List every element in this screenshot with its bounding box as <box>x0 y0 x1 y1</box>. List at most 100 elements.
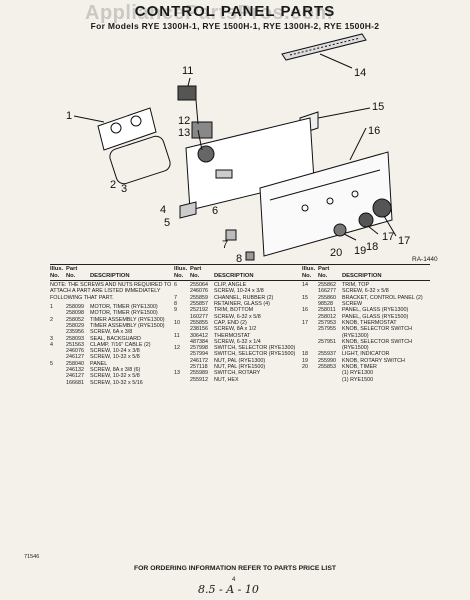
part-description: (1) RYE1300 <box>342 370 374 377</box>
part-number: 258029 <box>66 322 84 329</box>
part-description: SCREW, 10-32 x 5/8 <box>90 354 140 361</box>
part-description: CHANNEL, RUBBER (2) <box>214 294 274 301</box>
column-header: Illus.Part No.No.DESCRIPTION <box>50 266 130 279</box>
part-description: CLIP, ANGLE <box>214 282 247 289</box>
part-number: 257955 <box>318 326 336 333</box>
part-number: 235956 <box>66 329 84 336</box>
parts-table-row: 246127 SCREW, 10-32 x 5/8 <box>50 373 172 379</box>
page-number: 4 <box>232 577 236 583</box>
backguard-seal-part <box>109 135 171 185</box>
callout-19: 19 <box>354 245 366 257</box>
part-number: 98528 <box>318 301 333 308</box>
callout-13: 13 <box>178 127 190 139</box>
part-description: TRIM, BOTTOM <box>214 307 254 314</box>
timer-knob-part <box>333 223 347 237</box>
part-description: SCREW, 6-32 x 5/8 <box>342 288 389 295</box>
part-description: SCREW, 8A x 1/2 <box>214 326 257 333</box>
parts-table-row: 5 258040 PANEL <box>50 361 172 367</box>
part-number: 246172 <box>190 357 208 364</box>
part-number <box>318 377 342 383</box>
parts-table-row: 20 255853 KNOB, TIMER <box>302 364 430 370</box>
callout-2: 2 <box>110 179 116 191</box>
part-number: 255912 <box>190 376 208 383</box>
part-number: 487384 <box>190 338 208 345</box>
part-description: TIMER ASSEMBLY (RYE1300) <box>90 316 165 323</box>
illus-number: 4 <box>50 341 53 348</box>
illus-number: 13 <box>174 370 180 377</box>
part-number: 258093 <box>66 335 84 342</box>
part-description: MOTOR, TIMER (RYE1300) <box>90 304 158 311</box>
illus-number: 5 <box>50 360 53 367</box>
parts-table-row: (1) RYE1300 <box>302 370 430 376</box>
part-number: 306412 <box>190 332 208 339</box>
part-number: 251563 <box>66 341 84 348</box>
retainer-part <box>245 251 255 261</box>
illus-number: 20 <box>302 364 308 371</box>
illus-number: 14 <box>302 282 308 289</box>
illus-number: 17 <box>302 319 308 326</box>
part-description: SCREW, 6A x 3/8 <box>90 329 133 336</box>
illus-number: 19 <box>302 357 308 364</box>
part-description: SCREW, 10-32 x 5/16 <box>90 379 143 386</box>
part-number: 255990 <box>318 357 336 364</box>
part-number: 166277 <box>318 288 336 295</box>
parts-table-row: 18 255937 LIGHT, INDICATOR <box>302 351 430 357</box>
part-description: SEAL, BACKGUARD <box>90 335 141 342</box>
part-description: PANEL <box>90 360 108 367</box>
ordering-info: FOR ORDERING INFORMATION REFER TO PARTS … <box>133 565 337 572</box>
illus-number <box>174 377 190 383</box>
part-description: SCREW, 6-32 x 1/4 <box>214 338 261 345</box>
callout-6: 6 <box>212 205 218 217</box>
illus-number: 3 <box>50 335 53 342</box>
rotary-switch-part <box>197 145 215 163</box>
part-number: 255937 <box>318 351 336 358</box>
part-number: 258052 <box>66 316 84 323</box>
part-number: 246076 <box>190 288 208 295</box>
illus-number: 18 <box>302 351 308 358</box>
callout-1: 1 <box>66 110 72 122</box>
part-description: SCREW, 10-24 x 3/8 <box>214 288 264 295</box>
part-description: SCREW, 10-24 x 3/8 <box>90 348 140 355</box>
column-header: Illus.Part No.No.DESCRIPTION <box>302 266 382 279</box>
page-subtitle: For Models RYE 1300H-1, RYE 1500H-1, RYE… <box>90 21 380 31</box>
part-number: 252192 <box>190 307 208 314</box>
callout-8: 8 <box>236 253 242 265</box>
part-number: 238156 <box>190 326 208 333</box>
part-number: 160277 <box>190 313 208 320</box>
part-description: (1) RYE1500 <box>342 376 374 383</box>
callout-15: 15 <box>372 101 384 113</box>
callout-3: 3 <box>121 183 127 195</box>
part-number: 258040 <box>66 360 84 367</box>
exploded-parts-diagram: 1 2 3 4 5 6 7 8 9 10 11 12 13 14 15 16 1… <box>66 33 410 265</box>
part-description: TRIM, TOP <box>342 282 370 289</box>
parts-column-1: Illus.Part No.No.DESCRIPTION NOTE: THE S… <box>50 266 172 386</box>
part-number: 255860 <box>318 294 336 301</box>
parts-table-row: 166277 SCREW, 6-32 x 5/8 <box>302 288 430 294</box>
part-description: KNOB, SELECTOR SWITCH <box>342 338 412 345</box>
illus-number: 15 <box>302 294 308 301</box>
timer-assembly-part <box>97 107 157 151</box>
part-description: SCREW, 10-32 x 5/8 <box>90 373 140 380</box>
part-number: 246127 <box>66 373 84 380</box>
part-description: KNOB, TIMER <box>342 364 377 371</box>
part-description: LIGHT, INDICATOR <box>342 351 390 358</box>
part-description: PANEL, GLASS (RYE1300) <box>342 307 409 314</box>
illus-number <box>302 377 318 383</box>
illus-number: 16 <box>302 307 308 314</box>
part-number: 257953 <box>318 319 336 326</box>
part-number: 255853 <box>318 364 336 371</box>
glass-panel-part <box>259 151 393 257</box>
